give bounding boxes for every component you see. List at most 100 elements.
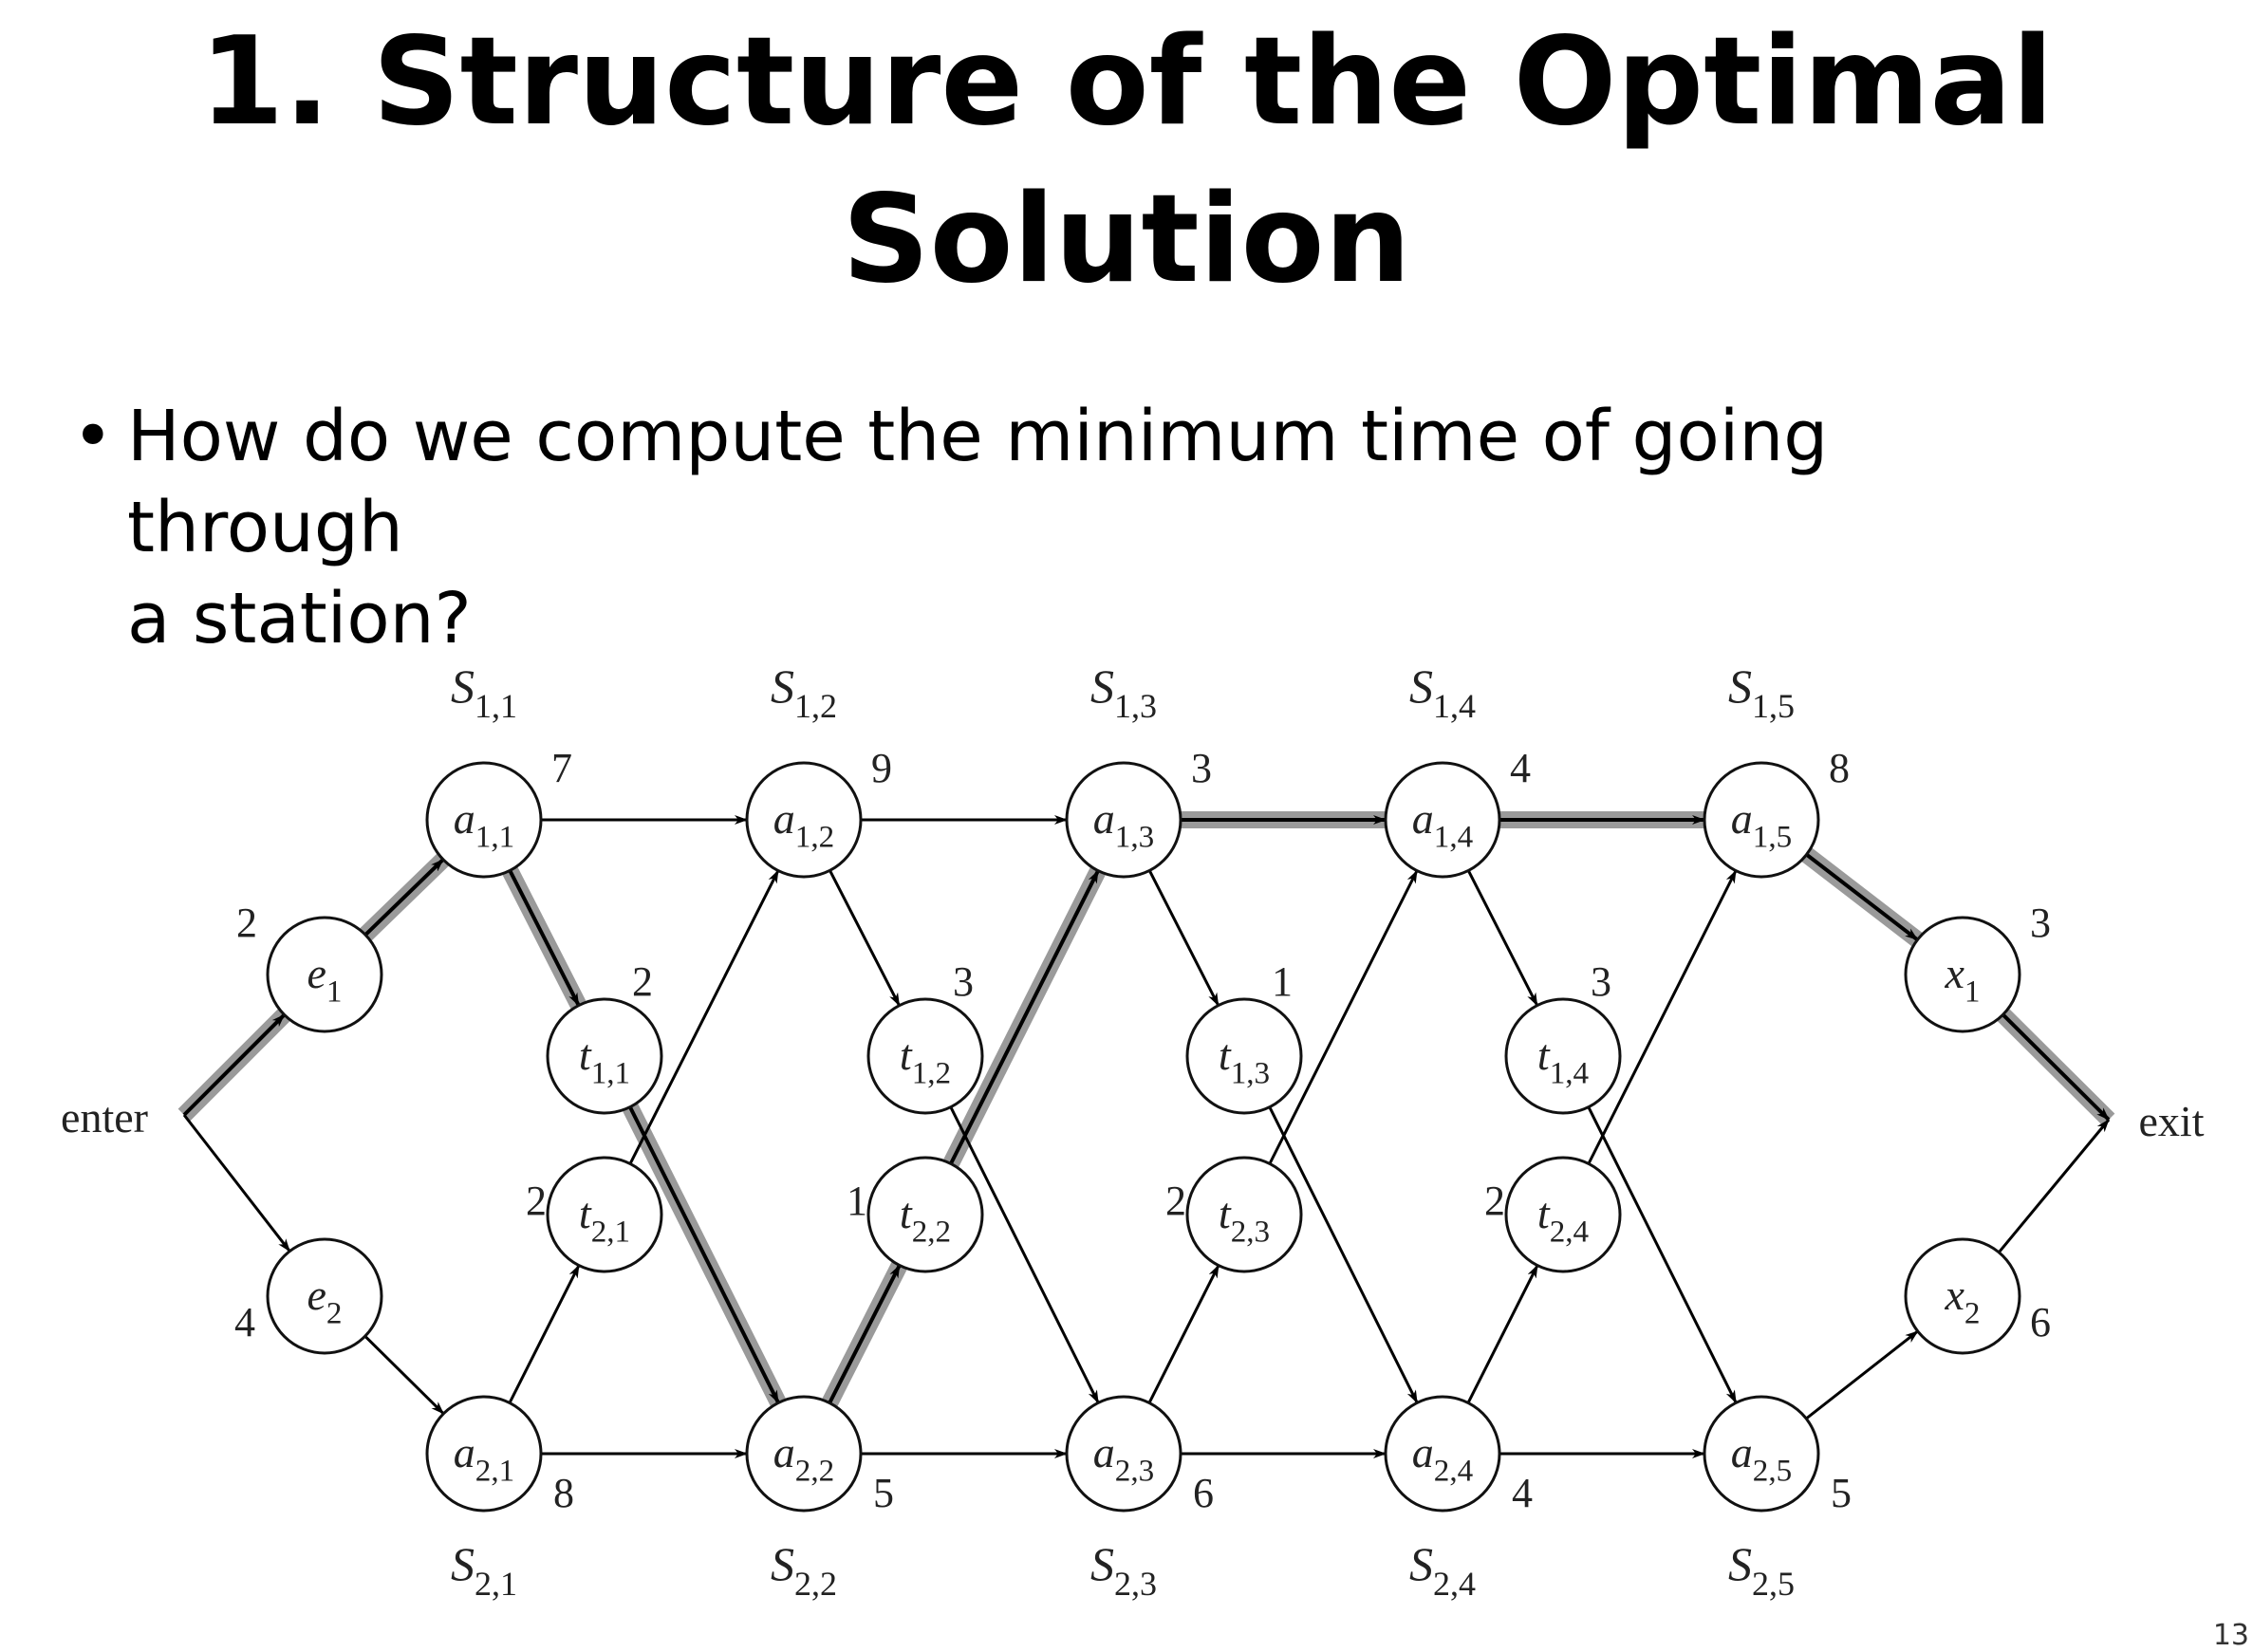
- value-a1-1: 7: [551, 745, 572, 791]
- node-a2-4-circle: [1384, 1395, 1501, 1513]
- value-a1-4: 4: [1510, 745, 1531, 791]
- node-a2-3-circle: [1065, 1395, 1182, 1513]
- station-label-bottom-4: S2,4: [1409, 1537, 1476, 1603]
- edge-t21-a12: [628, 869, 780, 1165]
- edge-a12-t12: [829, 869, 901, 1007]
- edge-a22-t22: [828, 1264, 902, 1404]
- edge-a13-t13: [1147, 869, 1220, 1007]
- page-number: 13: [2212, 1619, 2249, 1652]
- station-label-bottom-1: S2,1: [451, 1537, 517, 1603]
- node-a2-3-label: a2,3: [1093, 1428, 1154, 1489]
- node-a1-3: a1,3: [1065, 761, 1182, 879]
- bullet-text-line1: How do we compute the minimum time of go…: [127, 396, 1829, 568]
- value-t1-2: 3: [953, 958, 974, 1005]
- value-a1-2: 9: [871, 745, 892, 791]
- station-label-bottom-2: S2,2: [771, 1537, 837, 1603]
- node-a2-5-label: a2,5: [1731, 1428, 1792, 1489]
- node-a1-2-label: a1,2: [773, 794, 834, 855]
- node-a2-2: a2,2: [745, 1395, 863, 1513]
- node-t2-2: t2,2: [866, 1156, 984, 1273]
- node-x1: x1: [1904, 916, 2021, 1033]
- node-a2-2-label: a2,2: [773, 1428, 834, 1489]
- node-t1-2-circle: [866, 997, 984, 1115]
- node-t1-2-label: t1,2: [900, 1030, 951, 1091]
- value-a2-1: 8: [553, 1470, 574, 1516]
- edge-a21-t21: [508, 1264, 581, 1404]
- edge-a14-t14: [1466, 869, 1539, 1007]
- node-x2-label: x2: [1945, 1271, 1981, 1331]
- node-t1-3-circle: [1185, 997, 1303, 1115]
- value-t2-2: 1: [847, 1178, 867, 1224]
- node-t1-4-circle: [1504, 997, 1622, 1115]
- station-label-top-3: S1,3: [1090, 659, 1157, 725]
- edge-enter-e2: [182, 1114, 291, 1253]
- node-a1-5-label: a1,5: [1731, 794, 1792, 855]
- node-t2-4: t2,4: [1504, 1156, 1622, 1273]
- edge-a25-x2: [1805, 1329, 1919, 1420]
- node-t1-1-circle: [546, 997, 663, 1115]
- node-a2-1-circle: [425, 1395, 543, 1513]
- edge-x1-exit: [2002, 1012, 2111, 1122]
- node-a2-4: a2,4: [1384, 1395, 1501, 1513]
- node-e2-label: e2: [307, 1271, 343, 1331]
- node-a2-2-circle: [745, 1395, 863, 1513]
- exit-label: exit: [2139, 1097, 2205, 1145]
- bullet-text: How do we compute the minimum time of go…: [127, 391, 2101, 664]
- edge-a11-t11: [508, 869, 581, 1007]
- node-t2-2-label: t2,2: [900, 1189, 951, 1250]
- node-a1-3-label: a1,3: [1093, 794, 1154, 855]
- value-a1-5: 8: [1829, 745, 1850, 791]
- edge-enter-e1: [182, 1013, 286, 1117]
- bullet-marker: •: [72, 396, 114, 477]
- bullet-text-line2: a station?: [127, 578, 472, 659]
- node-a1-4-circle: [1384, 761, 1501, 879]
- node-t1-4: t1,4: [1504, 997, 1622, 1115]
- node-t1-3: t1,3: [1185, 997, 1303, 1115]
- node-e2: e2: [266, 1237, 383, 1355]
- node-t1-1-label: t1,1: [579, 1030, 630, 1091]
- value-t2-3: 2: [1165, 1178, 1186, 1224]
- edge-x2-exit: [1998, 1119, 2111, 1253]
- node-t1-4-label: t1,4: [1537, 1030, 1590, 1091]
- node-e2-circle: [266, 1237, 383, 1355]
- node-x1-circle: [1904, 916, 2021, 1033]
- node-t2-4-label: t2,4: [1537, 1189, 1590, 1250]
- station-label-top-2: S1,2: [771, 659, 837, 725]
- node-a2-4-label: a2,4: [1412, 1428, 1474, 1489]
- value-t1-1: 2: [632, 958, 653, 1005]
- edge-t23-a14: [1268, 869, 1419, 1165]
- node-x2-circle: [1904, 1237, 2021, 1355]
- node-a2-3: a2,3: [1065, 1395, 1182, 1513]
- station-label-bottom-3: S2,3: [1090, 1537, 1157, 1603]
- node-a1-2: a1,2: [745, 761, 863, 879]
- value-x1: 3: [2030, 900, 2051, 946]
- station-label-top-5: S1,5: [1728, 659, 1795, 725]
- node-t1-3-label: t1,3: [1219, 1030, 1270, 1091]
- node-a2-5-circle: [1703, 1395, 1820, 1513]
- value-a1-3: 3: [1191, 745, 1212, 791]
- node-t2-4-circle: [1504, 1156, 1622, 1273]
- edge-a15-x1: [1805, 852, 1919, 942]
- node-a1-5-circle: [1703, 761, 1820, 879]
- node-t2-3: t2,3: [1185, 1156, 1303, 1273]
- node-a1-2-circle: [745, 761, 863, 879]
- node-e1-label: e1: [307, 949, 343, 1010]
- node-t2-3-label: t2,3: [1219, 1189, 1270, 1250]
- node-x2: x2: [1904, 1237, 2021, 1355]
- node-t1-1: t1,1: [546, 997, 663, 1115]
- node-t1-2: t1,2: [866, 997, 984, 1115]
- edges: [182, 815, 2111, 1458]
- edge-t22-a13: [949, 869, 1100, 1165]
- bullet-item: • How do we compute the minimum time of …: [72, 391, 2160, 664]
- node-t2-3-circle: [1185, 1156, 1303, 1273]
- edge-a23-t23: [1147, 1264, 1220, 1404]
- node-a1-1-label: a1,1: [454, 794, 514, 855]
- value-e1: 2: [236, 900, 257, 946]
- node-t2-1-circle: [546, 1156, 663, 1273]
- node-a1-5: a1,5: [1703, 761, 1820, 879]
- value-a2-4: 4: [1512, 1470, 1533, 1516]
- node-a1-1-circle: [425, 761, 543, 879]
- edge-t12-a23: [949, 1106, 1100, 1404]
